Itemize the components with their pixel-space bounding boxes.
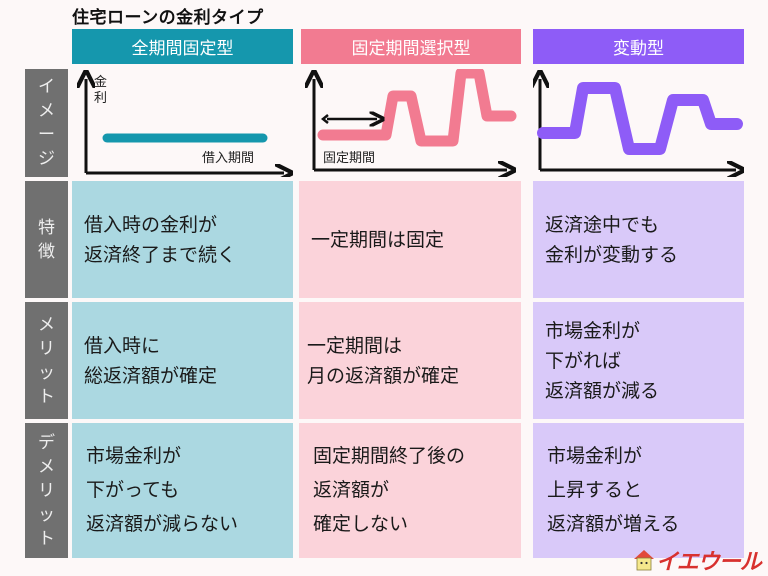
cell-line: 一定期間は — [307, 334, 403, 357]
row-label-char: デ — [38, 432, 55, 453]
row-label-char: リ — [38, 338, 55, 359]
cell-line: 市場金利が — [547, 445, 643, 467]
cell-line: 金利が変動する — [545, 243, 679, 266]
row-label-char: ッ — [38, 362, 55, 383]
cell-line: 返済額が増える — [547, 513, 680, 535]
house-mascot-icon — [634, 550, 654, 571]
row-label-char: ト — [38, 528, 55, 549]
column-header-fixed: 全期間固定型 — [72, 29, 293, 64]
row-label-char: ジ — [38, 149, 55, 169]
cell-line: 月の返済額が確定 — [307, 364, 460, 387]
cell-merits-select: 一定期間は月の返済額が確定 — [299, 302, 521, 419]
cell-line: 市場金利が — [86, 445, 182, 467]
cell-line: 返済途中でも — [545, 213, 660, 236]
row-label-char: ー — [38, 125, 55, 145]
image-variable-rate-graph — [533, 69, 744, 177]
cell-line: 市場金利が — [545, 319, 641, 342]
cell-line: 借入時に — [84, 334, 161, 357]
cell-line: 一定期間は固定 — [311, 228, 445, 251]
cell-line: 固定期間終了後の — [313, 445, 466, 467]
cell-line: 返済額が — [313, 479, 390, 501]
x-axis-label: 借入期間 — [202, 151, 255, 166]
y-axis-label: 金 利 — [94, 75, 107, 107]
row-label-char: ト — [38, 386, 55, 407]
cell-line: 確定しない — [313, 513, 409, 535]
page-title: 住宅ローンの金利タイプ — [72, 8, 264, 28]
row-label-char: メ — [38, 456, 55, 477]
y-axis-label-char: 金 — [94, 75, 108, 90]
cell-line: 返済終了まで続く — [84, 243, 237, 266]
row-label-char: イ — [38, 77, 55, 97]
column-header-variable: 変動型 — [533, 29, 744, 64]
cell-merits-variable: 市場金利が下がれば返済額が減る — [533, 302, 744, 419]
row-label-char: リ — [38, 480, 55, 501]
cell-line: 借入時の金利が — [84, 213, 218, 236]
row-label-char: メ — [38, 314, 55, 335]
cell-features-fixed: 借入時の金利が返済終了まで続く — [72, 181, 293, 298]
row-label-merits: メ リ ッ ト — [25, 302, 68, 419]
cell-features-variable: 返済途中でも金利が変動する — [533, 181, 744, 298]
cell-demerits-variable: 市場金利が上昇すると返済額が増える — [533, 423, 744, 558]
cell-merits-fixed: 借入時に総返済額が確定 — [72, 302, 293, 419]
cell-features-select: 一定期間は固定 — [299, 181, 521, 298]
fixed-period-label: 固定期間 — [323, 151, 376, 166]
y-axis-label-char: 利 — [94, 91, 108, 106]
image-fixed-period-select-graph: 固定期間 — [301, 67, 521, 177]
cell-line: 返済額が減らない — [86, 513, 239, 535]
logo-text: イエウール — [656, 550, 762, 575]
cell-demerits-fixed: 市場金利が下がっても返済額が減らない — [72, 423, 293, 558]
row-label-char: 徴 — [38, 241, 55, 262]
row-label-char: 特 — [38, 217, 55, 238]
cell-line: 下がれば — [545, 349, 622, 372]
row-label-image: イ メ ー ジ — [25, 69, 68, 177]
cell-line: 上昇すると — [547, 479, 643, 501]
image-fixed-rate-graph: 金 利 借入期間 — [72, 69, 293, 177]
row-label-char: メ — [38, 101, 55, 121]
row-label-demerits: デ メ リ ッ ト — [25, 423, 68, 558]
cell-line: 下がっても — [86, 479, 180, 501]
row-label-char: ッ — [38, 504, 55, 525]
row-label-features: 特 徴 — [25, 181, 68, 298]
cell-line: 総返済額が確定 — [84, 364, 218, 387]
ieul-logo: イエウール — [632, 544, 762, 576]
cell-line: 返済額が減る — [545, 379, 660, 402]
cell-demerits-select: 固定期間終了後の返済額が確定しない — [299, 423, 521, 558]
column-header-select: 固定期間選択型 — [301, 29, 521, 64]
